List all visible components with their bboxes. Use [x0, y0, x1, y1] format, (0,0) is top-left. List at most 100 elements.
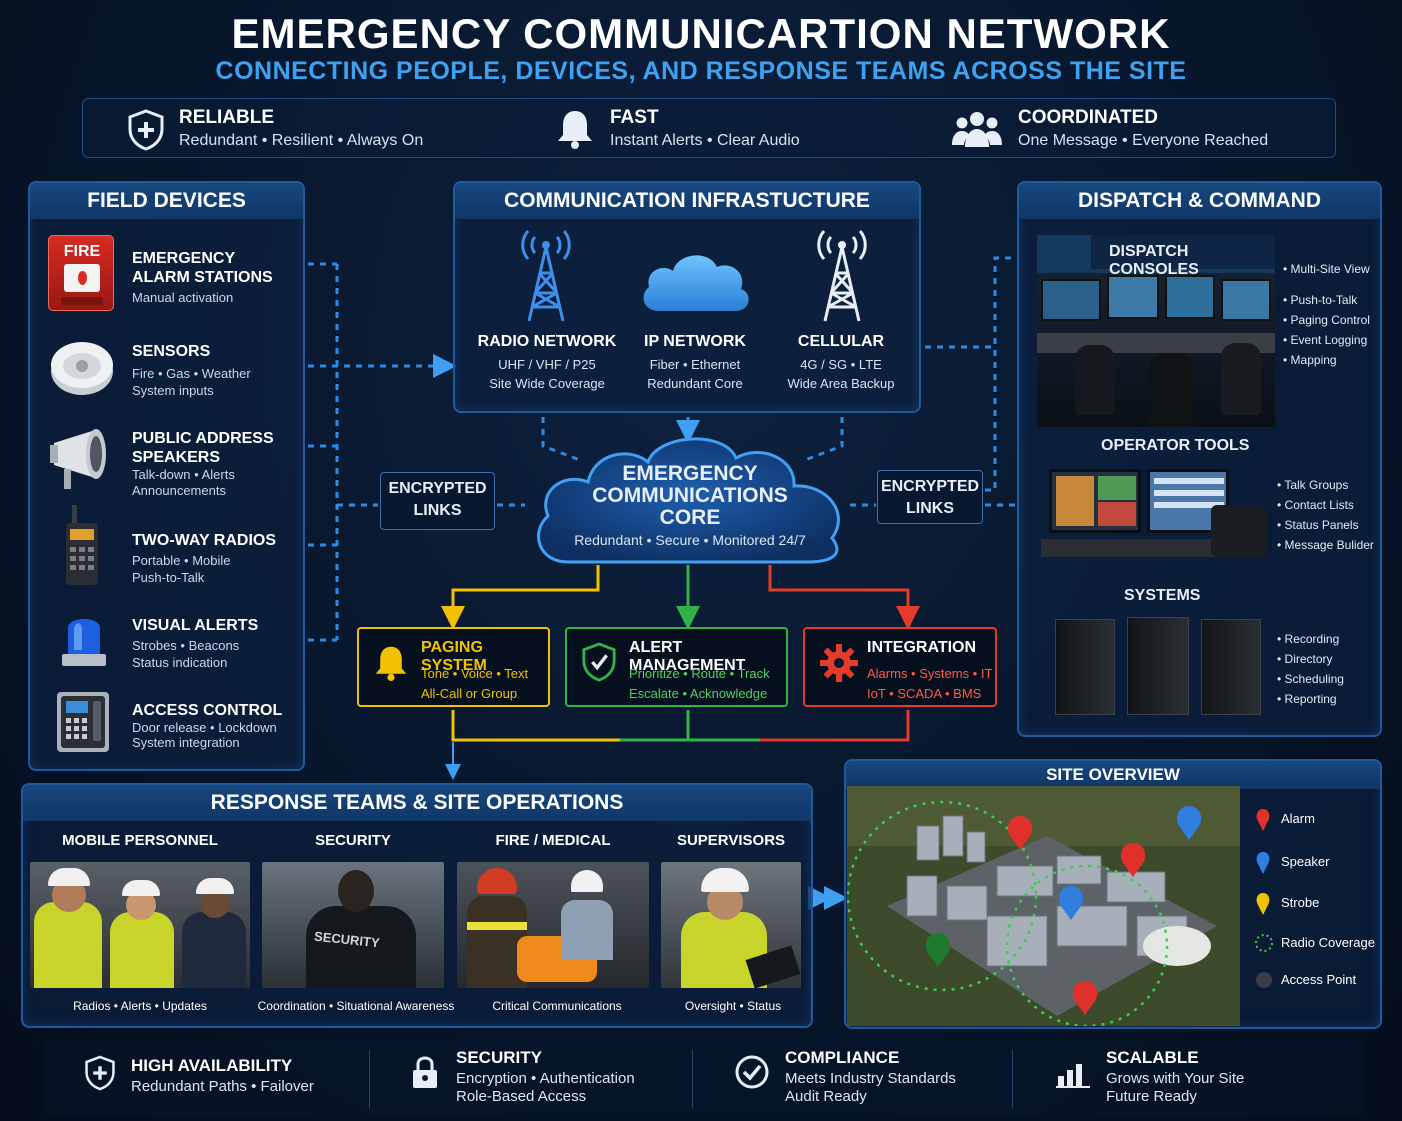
field-device-title: PUBLIC ADDRESS SPEAKERS: [132, 430, 274, 466]
legend-label: Access Point: [1281, 972, 1357, 987]
dispatch-panel: DISPATCH & COMMAND DISPATCH CONSOLES • M…: [1017, 181, 1382, 737]
bottom-line1: Grows with Your Site: [1106, 1070, 1245, 1087]
field-device-sensors: SENSORS Fire • Gas • Weather System inpu…: [132, 342, 251, 399]
feature-subtitle: Instant Alerts • Clear Audio: [610, 132, 800, 149]
field-device-title: SENSORS: [132, 343, 211, 360]
rt-caption: Radios • Alerts • Updates: [73, 999, 207, 1013]
feature-coordinated: COORDINATED One Message • Everyone Reach…: [1018, 107, 1268, 150]
megaphone-icon: [50, 429, 106, 489]
site-map: [847, 786, 1240, 1026]
rt-title: MOBILE PERSONNEL: [62, 832, 218, 849]
field-device-title: TWO-WAY RADIOS: [132, 532, 277, 549]
field-device-access-control: ACCESS CONTROL Door release • Lockdown S…: [132, 701, 282, 750]
rt-mobile-personnel: MOBILE PERSONNEL: [30, 832, 250, 849]
bottom-compliance: COMPLIANCE Meets Industry Standards Audi…: [785, 1048, 956, 1106]
supervisors-photo: [661, 862, 801, 988]
field-devices-panel: FIELD DEVICES FIRE EMERGENCY ALARM STATI…: [28, 181, 305, 771]
systems-bullets: • Recording • Directory • Scheduling • R…: [1277, 629, 1344, 709]
system-line1: Tone • Voice • Text: [421, 666, 529, 681]
bottom-title: SECURITY: [456, 1048, 542, 1067]
fire-medical-photo: [457, 862, 649, 988]
bullet-item: • Paging Control: [1283, 313, 1370, 327]
lock-icon: [413, 1056, 437, 1088]
infra-line2: Site Wide Coverage: [489, 376, 605, 391]
rt-title: FIRE / MEDICAL: [495, 832, 611, 849]
bottom-title: HIGH AVAILABILITY: [131, 1056, 293, 1075]
consoles-bullets: • Multi-Site View • Push-to-Talk • Pagin…: [1283, 259, 1370, 370]
field-device-subtitle: Door release • Lockdown System integrati…: [132, 720, 277, 750]
radio-coverage-icon: [1255, 934, 1273, 952]
shield-plus-icon: [128, 109, 164, 151]
bottom-divider: [369, 1050, 370, 1108]
bar-chart-icon: [1056, 1064, 1090, 1088]
feature-subtitle: Redundant • Resilient • Always On: [179, 132, 424, 149]
bottom-line1: Encryption • Authentication: [456, 1070, 635, 1087]
infrastructure-heading: COMMUNICATION INFRASTUCTURE: [455, 183, 919, 219]
server-racks-image: [1055, 613, 1267, 717]
field-device-speakers: PUBLIC ADDRESS SPEAKERS Talk-down • Aler…: [132, 429, 274, 499]
cloud-icon: [643, 255, 749, 311]
infra-line1: UHF / VHF / P25: [498, 357, 596, 372]
rt-fire-medical: FIRE / MEDICAL: [457, 832, 649, 849]
page-title: EMERGENCY COMMUNICARTION NETWORK: [231, 10, 1171, 57]
infra-title: CELLULAR: [797, 333, 885, 350]
bullet-item: • Status Panels: [1277, 518, 1359, 532]
field-device-visual-alerts: VISUAL ALERTS Strobes • Beacons Status i…: [132, 616, 258, 671]
core-cloud-icon: [537, 437, 840, 564]
bottom-divider: [1012, 1050, 1013, 1108]
site-overview-heading: SITE OVERVIEW: [846, 761, 1380, 789]
bullet-item: • Directory: [1277, 652, 1333, 666]
dispatch-heading: DISPATCH & COMMAND: [1019, 183, 1380, 219]
field-device-title: VISUAL ALERTS: [132, 617, 259, 634]
system-line2: Escalate • Acknowledge: [629, 686, 768, 701]
feature-subtitle: One Message • Everyone Reached: [1018, 132, 1269, 149]
operator-tools-label: OPERATOR TOOLS: [1101, 437, 1250, 454]
bullet-item: • Message Bulider: [1277, 538, 1374, 552]
gear-icon: [820, 644, 858, 682]
field-device-subtitle: Fire • Gas • Weather System inputs: [132, 366, 251, 398]
system-line2: IoT • SCADA • BMS: [867, 686, 982, 701]
fire-alarm-icon: FIRE: [48, 235, 114, 311]
shield-check-icon: [582, 642, 616, 682]
legend-label: Speaker: [1281, 854, 1330, 869]
encrypted-links-left: ENCRYPTED LINKS: [380, 472, 495, 530]
bullet-item: • Reporting: [1277, 692, 1337, 706]
paging-system-box: PAGING SYSTEM Tone • Voice • Text All-Ca…: [357, 627, 550, 707]
system-title: ALERT MANAGEMENT: [629, 639, 746, 674]
infra-ip-network: IP NETWORK Fiber • Ethernet Redundant Co…: [615, 333, 775, 393]
bottom-line1: Meets Industry Standards: [785, 1070, 956, 1087]
check-circle-icon: [735, 1055, 769, 1089]
bottom-scalable: SCALABLE Grows with Your Site Future Rea…: [1106, 1048, 1244, 1106]
feature-reliable: RELIABLE Redundant • Resilient • Always …: [179, 107, 423, 150]
operator-tools-image: [1041, 465, 1271, 573]
rt-caption: Critical Communications: [492, 999, 622, 1013]
infra-line2: Redundant Core: [647, 376, 743, 391]
rt-caption: Coordination • Situational Awareness: [257, 999, 455, 1013]
radio-tower-icon: [521, 230, 571, 322]
bullet-item: • Recording: [1277, 632, 1340, 646]
bottom-line2: Future Ready: [1106, 1088, 1197, 1105]
rt-title: SUPERVISORS: [676, 832, 786, 849]
bottom-security: SECURITY Encryption • Authentication Rol…: [456, 1048, 635, 1106]
infra-line1: Fiber • Ethernet: [649, 357, 741, 372]
infra-cellular: CELLULAR 4G / SG • LTE Wide Area Backup: [761, 333, 921, 393]
encrypted-links-right: ENCRYPTED LINKS: [877, 470, 983, 524]
rt-security: SECURITY: [262, 832, 444, 849]
shield-plus-icon: [85, 1055, 115, 1091]
people-group-icon: [952, 112, 1002, 147]
strobe-pin-icon: [1256, 893, 1270, 915]
security-photo: SECURITY: [262, 862, 444, 988]
bottom-line1: Redundant Paths • Failover: [131, 1078, 314, 1095]
bullet-item: • Event Logging: [1283, 333, 1368, 347]
system-title: PAGING SYSTEM: [421, 639, 487, 674]
field-device-subtitle: Talk-down • Alerts Announcements: [132, 467, 235, 498]
operator-bullets: • Talk Groups • Contact Lists • Status P…: [1277, 475, 1374, 555]
bell-icon: [558, 111, 592, 149]
feature-fast: FAST Instant Alerts • Clear Audio: [610, 107, 800, 150]
legend-label: Radio Coverage: [1281, 935, 1375, 950]
alert-management-box: ALERT MANAGEMENT Prioritize • Route • Tr…: [565, 627, 788, 707]
systems-label: SYSTEMS: [1124, 587, 1201, 604]
legend-label: Strobe: [1281, 895, 1320, 910]
field-device-title: ACCESS CONTROL: [132, 702, 283, 719]
bottom-title: SCALABLE: [1106, 1048, 1199, 1067]
